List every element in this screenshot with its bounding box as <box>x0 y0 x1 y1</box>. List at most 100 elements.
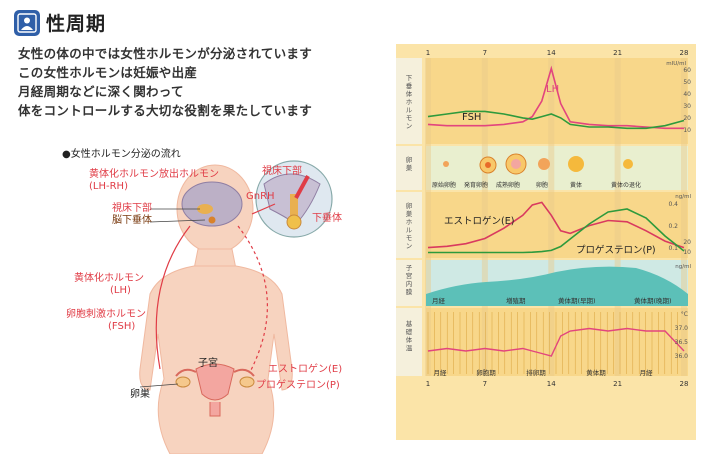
bbt-panel-label: 温 <box>406 343 413 352</box>
bbt-tick: 36.0 <box>675 353 689 360</box>
ovarian-tick: 0.4 <box>668 201 678 208</box>
ovarian-tick-right: 10 <box>683 249 691 256</box>
intro-line: この女性ホルモンは妊娠や出産 <box>18 65 198 80</box>
day-gridline <box>548 58 555 376</box>
inset-pituitary-label: 下垂体 <box>312 213 342 224</box>
day-tick-top: 21 <box>613 49 622 57</box>
bbt-phase-label: 卵胞期 <box>476 368 496 377</box>
ovary-stage-label: 発育卵胞 <box>464 181 488 189</box>
lhrh-label: 黄体化ホルモン放出ホルモン <box>89 169 219 180</box>
endometrium-panel-label: 宮 <box>406 271 413 280</box>
gonadotropin-panel-label: ル <box>406 106 413 114</box>
gonad-tick: 60 <box>683 67 691 74</box>
lh-series-label: LH <box>546 84 559 95</box>
estrogen-label: エストロゲン(E) <box>268 364 343 375</box>
ovary-label: 卵巣 <box>130 389 150 400</box>
bbt-phase-label: 黄体期 <box>586 368 606 377</box>
bbt-tick: 36.5 <box>675 339 689 346</box>
gonad-tick: 30 <box>683 103 691 110</box>
day-tick-top: 1 <box>426 49 430 57</box>
ovary-stage-label: 黄体の退化 <box>611 181 641 189</box>
gonad-tick: 10 <box>683 127 691 134</box>
intro-line: 女性の体の中では女性ホルモンが分泌されています <box>18 46 313 61</box>
bbt-phase-label: 排卵期 <box>526 368 546 377</box>
progesterone-series-label: プロゲステロン(P) <box>576 244 656 256</box>
endometrium-panel-label: 膜 <box>406 287 413 296</box>
lhrh-abbr: (LH-RH) <box>89 181 128 192</box>
ovary-stage-label: 黄体 <box>570 181 582 189</box>
ovarian-hormone-panel-label: モ <box>406 234 413 242</box>
bbt-panel-label: 基 <box>406 319 413 328</box>
ovary-stage-label: 原始卵胞 <box>432 181 456 189</box>
ovarian-tick-right: 20 <box>683 239 691 246</box>
bbt-panel-label: 礎 <box>406 327 413 336</box>
progesterone-line <box>428 208 685 254</box>
inset-hypothalamus-label: 視床下部 <box>262 166 302 177</box>
day-tick-bottom: 1 <box>426 380 430 388</box>
endometrium-phase-label: 黄体期(早期) <box>558 296 596 305</box>
day-tick-bottom: 28 <box>680 380 689 388</box>
bbt-panel-label: 体 <box>406 335 413 344</box>
day-tick-top: 28 <box>680 49 689 57</box>
fsh-label: 卵胞刺激ホルモン <box>66 309 146 320</box>
ovarian-unit: ng/ml <box>675 194 691 200</box>
ovarian-tick: 0.1 <box>668 245 678 252</box>
hypothalamus-label: 視床下部 <box>112 203 152 214</box>
page-title: 性周期 <box>46 13 107 35</box>
gonad-tick: 40 <box>683 91 691 98</box>
gonadotropin-panel-label: 体 <box>406 89 413 98</box>
gonadotropin-panel-label: ン <box>406 122 413 130</box>
pituitary-label: 脳下垂体 <box>112 215 152 226</box>
day-gridline <box>481 58 488 376</box>
endometrium-phase-label: 黄体期(晩期) <box>634 296 672 305</box>
flow-arrows <box>155 203 276 373</box>
bbt-line <box>427 327 685 357</box>
ovarian-hormone-panel-label: 巣 <box>406 209 413 218</box>
lh-label: 黄体化ホルモン <box>74 273 144 284</box>
progesterone-label: プロゲステロン(P) <box>256 380 340 391</box>
fsh-series-label: FSH <box>462 112 481 123</box>
ovarian-hormone-panel-label: ホ <box>406 218 413 226</box>
ovarian-hormone-panel-label: ン <box>406 242 413 250</box>
ovary-panel-label: 巣 <box>406 163 413 172</box>
fsh-abbr: (FSH) <box>108 321 136 332</box>
hormone-flow-illustration <box>139 160 333 454</box>
uterus-diagram <box>175 363 255 417</box>
estrogen-series-label: エストロゲン(E) <box>444 215 514 227</box>
bbt-tick: °C <box>681 311 688 318</box>
endo-unit: ng/ml <box>675 264 691 270</box>
pituitary-inset <box>255 160 333 238</box>
day-gridline <box>681 58 687 376</box>
ovary-stage-label: 卵胞 <box>536 181 548 189</box>
endometrium-panel-label: 子 <box>406 264 413 272</box>
day-gridline <box>425 58 431 376</box>
gonadotropin-panel-label: ホ <box>406 98 413 106</box>
brain <box>181 181 243 227</box>
gonad-unit: mIU/ml <box>666 61 686 67</box>
gonadotropin-panel-label: 下 <box>406 74 413 82</box>
ovary-stage-label: 成熟卵胞 <box>496 181 520 189</box>
ovarian-tick: 0.2 <box>668 223 678 230</box>
uterus-label: 子宮 <box>198 358 218 369</box>
gnrh-label: GnRH <box>246 191 275 202</box>
estrogen-line <box>427 201 685 249</box>
endometrium-panel-label: 内 <box>406 279 413 288</box>
intro-text: 女性の体の中では女性ホルモンが分泌されています この女性ホルモンは妊娠や出産 月… <box>18 44 378 120</box>
person-icon <box>14 9 40 36</box>
page-header: 性周期 <box>14 9 106 36</box>
bbt-phase-label: 月経 <box>640 368 654 377</box>
day-tick-top: 7 <box>483 49 487 57</box>
bbt-phase-label: 月経 <box>434 368 448 377</box>
fsh-line <box>427 110 685 130</box>
gonad-tick: 50 <box>683 79 691 86</box>
day-gridline <box>614 58 621 376</box>
ovarian-hormone-panel-label: ル <box>406 226 413 234</box>
endometrium-phase-label: 増殖期 <box>506 296 526 305</box>
day-tick-top: 14 <box>547 49 556 57</box>
endometrium-phase-label: 月経 <box>432 296 446 305</box>
intro-line: 月経周期などに深く関わって <box>18 84 184 99</box>
ovary-stage-icons <box>443 153 633 175</box>
ovary-panel-label: 卵 <box>406 155 413 164</box>
bbt-tick: 37.0 <box>675 325 689 332</box>
gonadotropin-panel-label: 垂 <box>406 81 413 90</box>
